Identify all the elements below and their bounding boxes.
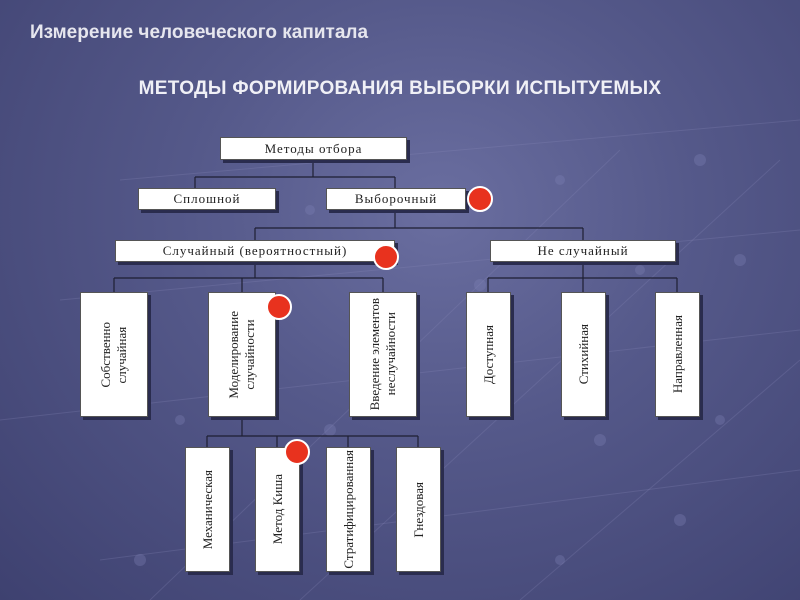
marker-dot-random bbox=[373, 244, 399, 270]
node-sampling: Выборочный bbox=[326, 188, 466, 210]
node-nonrandom-elements: Введение элементов неслучайности bbox=[349, 292, 417, 417]
marker-dot-sampling bbox=[467, 186, 493, 212]
node-modeling-random-line2: случайности bbox=[242, 319, 257, 390]
node-directed: Направленная bbox=[655, 292, 700, 417]
node-nonrandom: Не случайный bbox=[490, 240, 676, 262]
node-proper-random-text: Собственно случайная bbox=[98, 322, 130, 387]
node-modeling-random-line1: Моделирование bbox=[226, 310, 241, 399]
node-kish: Метод Киша bbox=[255, 447, 300, 572]
node-random-label: Случайный (вероятностный) bbox=[162, 243, 348, 258]
node-proper-random-line1: Собственно bbox=[98, 321, 113, 388]
node-continuous: Сплошной bbox=[138, 188, 276, 210]
node-nonrandom-elements-line2: неслучайности bbox=[383, 312, 398, 397]
node-cluster-label: Гнездовая bbox=[410, 481, 426, 538]
node-nonrandom-elements-text: Введение элементов неслучайности bbox=[367, 298, 399, 410]
node-accessible: Доступная bbox=[466, 292, 511, 417]
node-mechanical-label: Механическая bbox=[199, 469, 215, 550]
slide-heading: МЕТОДЫ ФОРМИРОВАНИЯ ВЫБОРКИ ИСПЫТУЕМЫХ bbox=[138, 78, 662, 99]
node-cluster: Гнездовая bbox=[396, 447, 441, 572]
node-nonrandom-elements-line1: Введение элементов bbox=[367, 298, 382, 411]
node-spontaneous: Стихийная bbox=[561, 292, 606, 417]
node-modeling-random: Моделирование случайности bbox=[208, 292, 276, 417]
node-mechanical: Механическая bbox=[185, 447, 230, 572]
presentation-title: Измерение человеческого капитала bbox=[30, 22, 369, 43]
marker-dot-kish bbox=[284, 439, 310, 465]
node-kish-label: Метод Киша bbox=[269, 474, 285, 545]
node-random: Случайный (вероятностный) bbox=[115, 240, 395, 262]
node-selection-methods-label: Методы отбора bbox=[264, 140, 363, 156]
node-nonrandom-label: Не случайный bbox=[537, 243, 629, 258]
node-continuous-label: Сплошной bbox=[173, 191, 241, 206]
marker-dot-modeling bbox=[266, 294, 292, 320]
node-directed-label: Направленная bbox=[669, 315, 685, 394]
node-spontaneous-label: Стихийная bbox=[575, 324, 591, 385]
node-modeling-random-text: Моделирование случайности bbox=[226, 311, 258, 399]
node-selection-methods: Методы отбора bbox=[220, 137, 407, 160]
node-proper-random-line2: случайная bbox=[114, 326, 129, 383]
node-sampling-label: Выборочный bbox=[354, 191, 438, 206]
node-stratified-label: Стратифицированная bbox=[340, 450, 356, 569]
node-accessible-label: Доступная bbox=[480, 324, 496, 385]
node-proper-random: Собственно случайная bbox=[80, 292, 148, 417]
node-stratified: Стратифицированная bbox=[326, 447, 371, 572]
